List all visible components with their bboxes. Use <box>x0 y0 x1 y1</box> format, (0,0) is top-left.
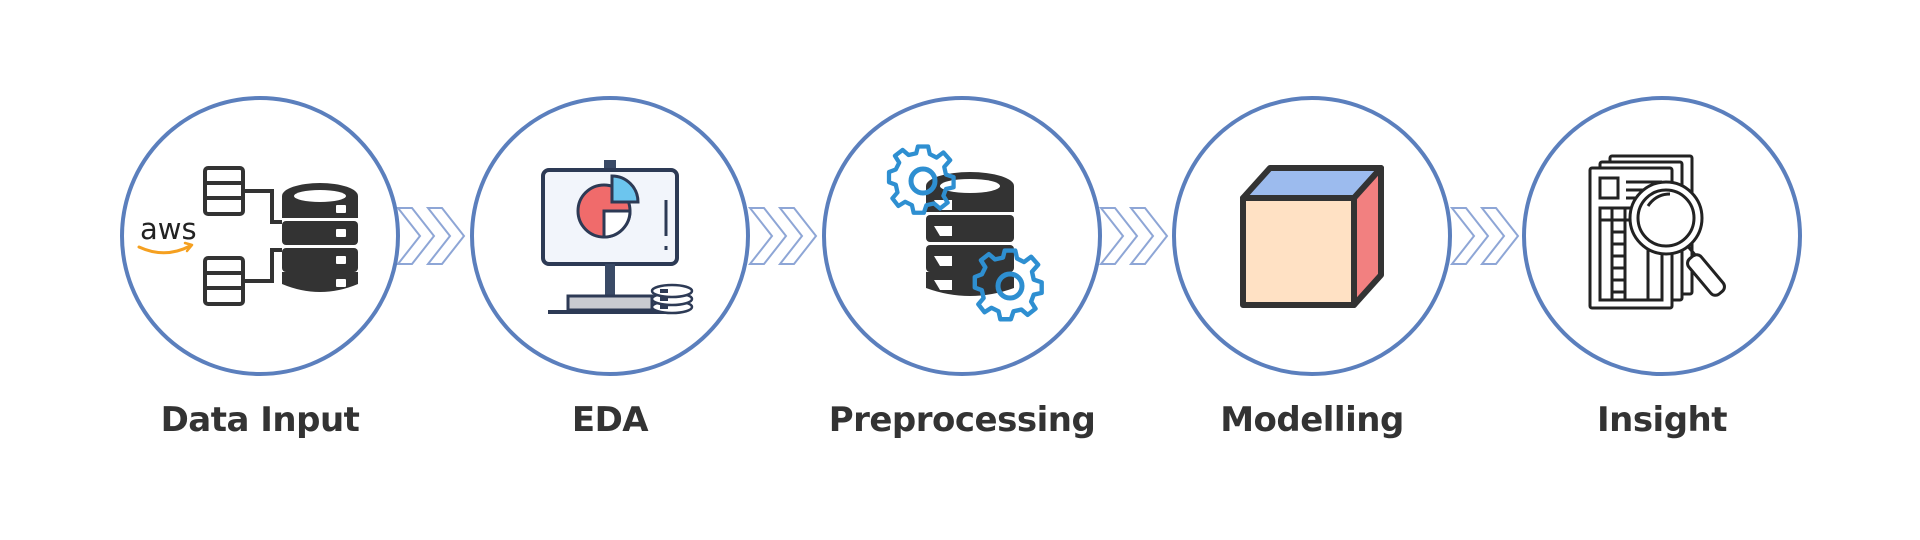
aws-database-icon: aws <box>137 166 358 306</box>
step-circle <box>120 96 400 376</box>
database-gears-icon <box>886 144 1044 322</box>
flow-arrow <box>749 207 817 265</box>
aws-logo-text: aws <box>140 212 197 246</box>
step-label-modelling: Modelling <box>1220 400 1404 440</box>
cube-icon <box>1240 165 1384 308</box>
step-label-data-input: Data Input <box>160 400 360 440</box>
step-label-eda: EDA <box>571 400 649 440</box>
document-magnifier-icon <box>1588 154 1726 310</box>
flow-arrow <box>1100 207 1168 265</box>
flow-arrow <box>1451 207 1519 265</box>
step-label-insight: Insight <box>1596 400 1728 440</box>
flow-arrow <box>397 207 465 265</box>
presentation-board-pie-chart-icon <box>541 160 694 315</box>
step-label-preprocessing: Preprocessing <box>828 400 1096 440</box>
